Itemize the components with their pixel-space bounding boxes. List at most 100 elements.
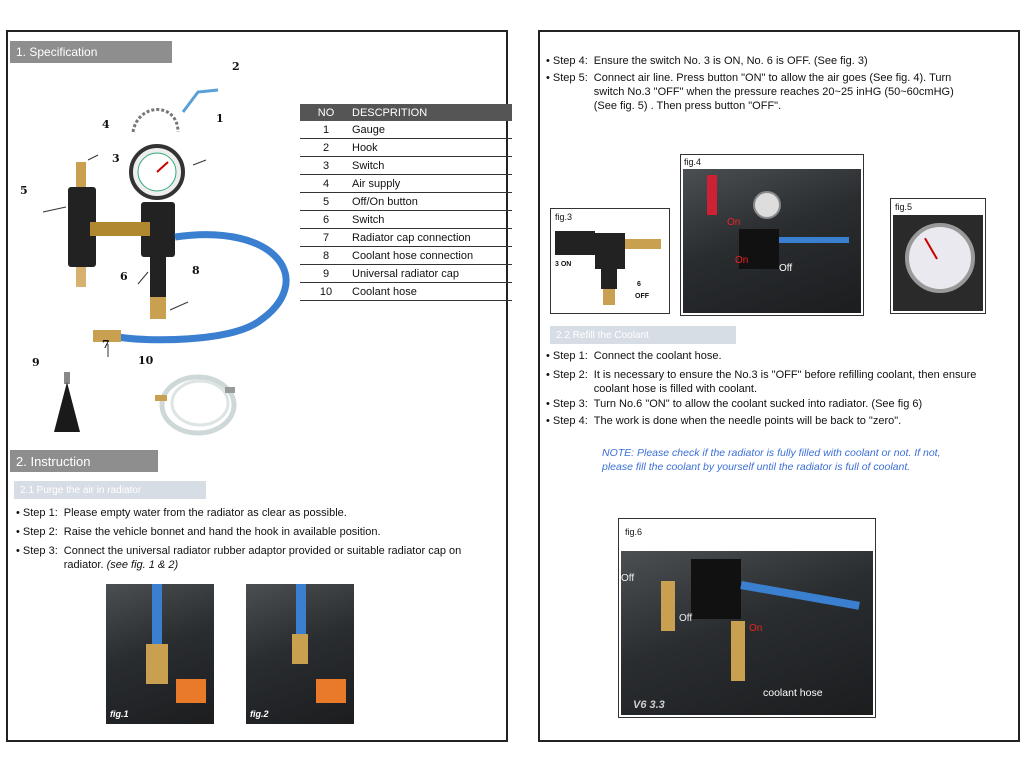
callout-3: 3 — [112, 152, 120, 165]
callout-10: 10 — [138, 354, 154, 367]
row-no: 3 — [300, 156, 352, 175]
step-text: Raise the vehicle bonnet and hand the ho… — [63, 526, 381, 538]
row-no: 10 — [300, 282, 352, 301]
fig6-on: On — [749, 623, 763, 634]
callout-6: 6 — [120, 270, 128, 283]
callout-9: 9 — [32, 356, 40, 369]
note-text: NOTE: Please check if the radiator is fu… — [602, 447, 941, 473]
right-page: • Step 4: Ensure the switch No. 3 is ON,… — [538, 30, 1020, 742]
refill-step-2: • Step 2: It is necessary to ensure the … — [546, 368, 1012, 396]
fig1-caption: fig.1 — [110, 709, 129, 719]
step-label: • Step 4: — [546, 55, 588, 67]
row-no: 7 — [300, 228, 352, 247]
step-ref: (see fig. 1 & 2) — [106, 559, 179, 571]
fig5-caption: fig.5 — [895, 202, 913, 212]
step-text: It is necessary to ensure the No.3 is "O… — [593, 369, 977, 395]
step-3: • Step 3: Connect the universal radiator… — [16, 544, 496, 572]
step-label: • Step 1: — [16, 507, 58, 519]
step-text: The work is done when the needle points … — [593, 415, 902, 427]
fig4-on-1: On — [727, 217, 741, 228]
step-label: • Step 2: — [546, 369, 588, 381]
step-label: • Step 3: — [16, 545, 58, 557]
row-desc: Universal radiator cap — [352, 264, 512, 283]
step-label: • Step 2: — [16, 526, 58, 538]
purge-header: 2.1 Purge the air in radiator — [14, 481, 206, 499]
row-desc: Air supply — [352, 174, 512, 193]
step-label: • Step 3: — [546, 398, 588, 410]
fig6-caption: fig.6 — [625, 527, 643, 537]
callout-8: 8 — [192, 264, 200, 277]
fig5: fig.5 — [890, 198, 986, 314]
fig5-photo — [893, 215, 983, 311]
step-text: Connect the coolant hose. — [593, 350, 722, 362]
left-page: 1. Specification 2 1 4 3 5 6 8 7 — [6, 30, 512, 742]
row-no: 6 — [300, 210, 352, 229]
spec-table-header: NO DESCPRITION — [300, 104, 512, 121]
row-desc: Gauge — [352, 121, 512, 139]
row-no: 1 — [300, 121, 352, 139]
fig3-off-label: OFF — [635, 293, 649, 300]
instruction-header: 2. Instruction — [10, 450, 158, 472]
step-1: • Step 1: Please empty water from the ra… — [16, 506, 496, 520]
refill-step-4: • Step 4: The work is done when the need… — [546, 414, 1012, 428]
row-no: 9 — [300, 264, 352, 283]
fig4: fig.4 On On Off — [680, 154, 864, 316]
fig2-caption: fig.2 — [250, 709, 269, 719]
col-desc: DESCPRITION — [352, 104, 512, 121]
row-desc: Off/On button — [352, 192, 512, 211]
step-text: Please empty water from the radiator as … — [63, 507, 347, 519]
step-text: Connect the universal radiator rubber ad… — [63, 545, 462, 571]
fig3-caption: fig.3 — [555, 212, 573, 222]
row-desc: Hook — [352, 138, 512, 157]
callout-7: 7 — [102, 338, 110, 351]
step-text: Ensure the switch No. 3 is ON, No. 6 is … — [593, 55, 868, 67]
fig3: fig.3 3 ON 6 OFF — [550, 208, 670, 314]
step-2: • Step 2: Raise the vehicle bonnet and h… — [16, 525, 496, 539]
fig4-photo: On On Off — [683, 169, 861, 313]
fig6-photo: Off Off On coolant hose V6 3.3 — [621, 551, 873, 715]
step-text: Connect air line. Press button "ON" to a… — [593, 72, 954, 112]
refill-step-3: • Step 3: Turn No.6 "ON" to allow the co… — [546, 397, 1012, 411]
callout-5: 5 — [20, 184, 28, 197]
callout-4: 4 — [102, 118, 110, 131]
fig1-photo: fig.1 — [106, 584, 214, 724]
coolant-hose-image — [155, 374, 237, 436]
fig4-caption: fig.4 — [684, 157, 702, 167]
radiator-cap-image — [54, 372, 80, 432]
row-desc: Switch — [352, 156, 512, 175]
fig2-photo: fig.2 — [246, 584, 354, 724]
row-no: 5 — [300, 192, 352, 211]
fig6-hose-label: coolant hose — [763, 687, 823, 699]
step-5-top: • Step 5: Connect air line. Press button… — [546, 71, 962, 113]
row-desc: Radiator cap connection — [352, 228, 512, 247]
refill-header: 2.2 Refill the Coolant — [550, 326, 736, 344]
fig6-off-1: Off — [621, 573, 635, 584]
row-desc: Coolant hose connection — [352, 246, 512, 265]
step-label: • Step 4: — [546, 415, 588, 427]
fig6-engine-label: V6 3.3 — [633, 699, 665, 711]
callout-1: 1 — [216, 112, 224, 125]
fig3-off-num: 6 — [637, 281, 641, 288]
step-label: • Step 5: — [546, 72, 588, 84]
tool-diagram — [42, 88, 290, 357]
step-label: • Step 1: — [546, 350, 588, 362]
fig6-off-2: Off — [679, 613, 693, 624]
fig3-on-label: 3 ON — [555, 261, 572, 268]
step-text-wrap: Connect the universal radiator rubber ad… — [64, 544, 496, 572]
step-text: Turn No.6 "ON" to allow the coolant suck… — [593, 398, 923, 410]
step-4-top: • Step 4: Ensure the switch No. 3 is ON,… — [546, 54, 966, 68]
fig6: fig.6 Off Off On coolant hose V6 3.3 — [618, 518, 876, 718]
row-no: 8 — [300, 246, 352, 265]
callout-2: 2 — [232, 60, 240, 73]
